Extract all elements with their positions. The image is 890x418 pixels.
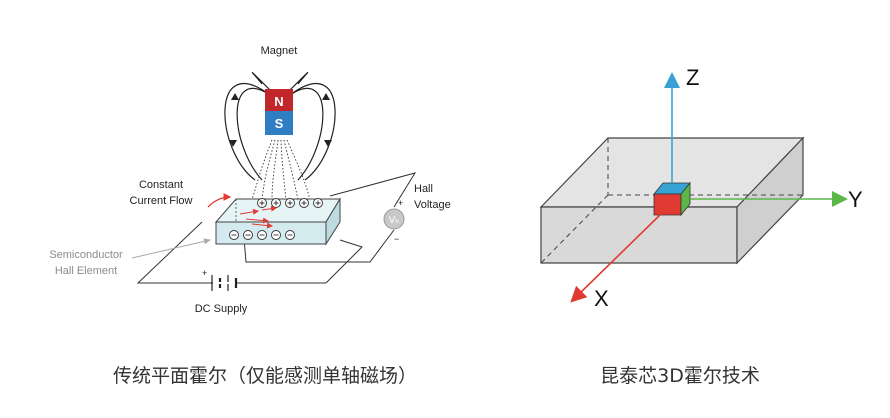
current-flow-arrow bbox=[207, 193, 232, 208]
magnet-label: Magnet bbox=[261, 45, 298, 57]
battery-gap bbox=[213, 282, 235, 284]
voltage-minus: − bbox=[394, 234, 399, 244]
x-axis-label: X bbox=[594, 286, 609, 311]
magnet-north-pole bbox=[265, 89, 293, 111]
dc-supply-label: DC Supply bbox=[195, 303, 248, 315]
north-pole-label: N bbox=[274, 94, 283, 109]
field-line-arrows bbox=[229, 93, 332, 147]
magnetic-field-lines bbox=[224, 71, 336, 181]
hall-voltage-line2: Voltage bbox=[414, 199, 451, 211]
semiconductor-plate bbox=[214, 197, 341, 246]
south-pole-label: S bbox=[275, 116, 284, 131]
supply-plus: + bbox=[202, 268, 207, 278]
semiconductor-label-line1: Semiconductor bbox=[49, 249, 123, 261]
box-side-face bbox=[736, 136, 804, 265]
hall-voltage-line1: Hall bbox=[414, 183, 433, 195]
current-label-line1: Constant bbox=[139, 179, 183, 191]
voltage-plus: + bbox=[398, 198, 403, 208]
z-axis-label: Z bbox=[686, 65, 699, 90]
y-axis-label: Y bbox=[848, 187, 863, 212]
flux-lines bbox=[251, 139, 311, 201]
sensor-cube bbox=[653, 181, 691, 217]
semiconductor-pointer bbox=[131, 238, 211, 259]
box-hidden-edges bbox=[540, 138, 803, 264]
current-label-line2: Current Flow bbox=[130, 195, 193, 207]
circuit-wires bbox=[136, 172, 417, 284]
voltmeter bbox=[383, 208, 405, 230]
hall-3d-diagram: Z Y X bbox=[539, 65, 863, 311]
voltmeter-symbol: Vₕ bbox=[389, 215, 400, 226]
x-axis bbox=[570, 212, 663, 303]
hall-3d-caption: 昆泰芯3D霍尔技术 bbox=[600, 365, 760, 387]
planar-hall-caption: 传统平面霍尔（仅能感测单轴磁场） bbox=[112, 365, 417, 387]
planar-hall-diagram: N S Magnet bbox=[49, 45, 450, 315]
semiconductor-label-line2: Hall Element bbox=[55, 265, 117, 277]
current-arrows bbox=[239, 205, 277, 229]
magnet-south-pole bbox=[265, 111, 293, 135]
